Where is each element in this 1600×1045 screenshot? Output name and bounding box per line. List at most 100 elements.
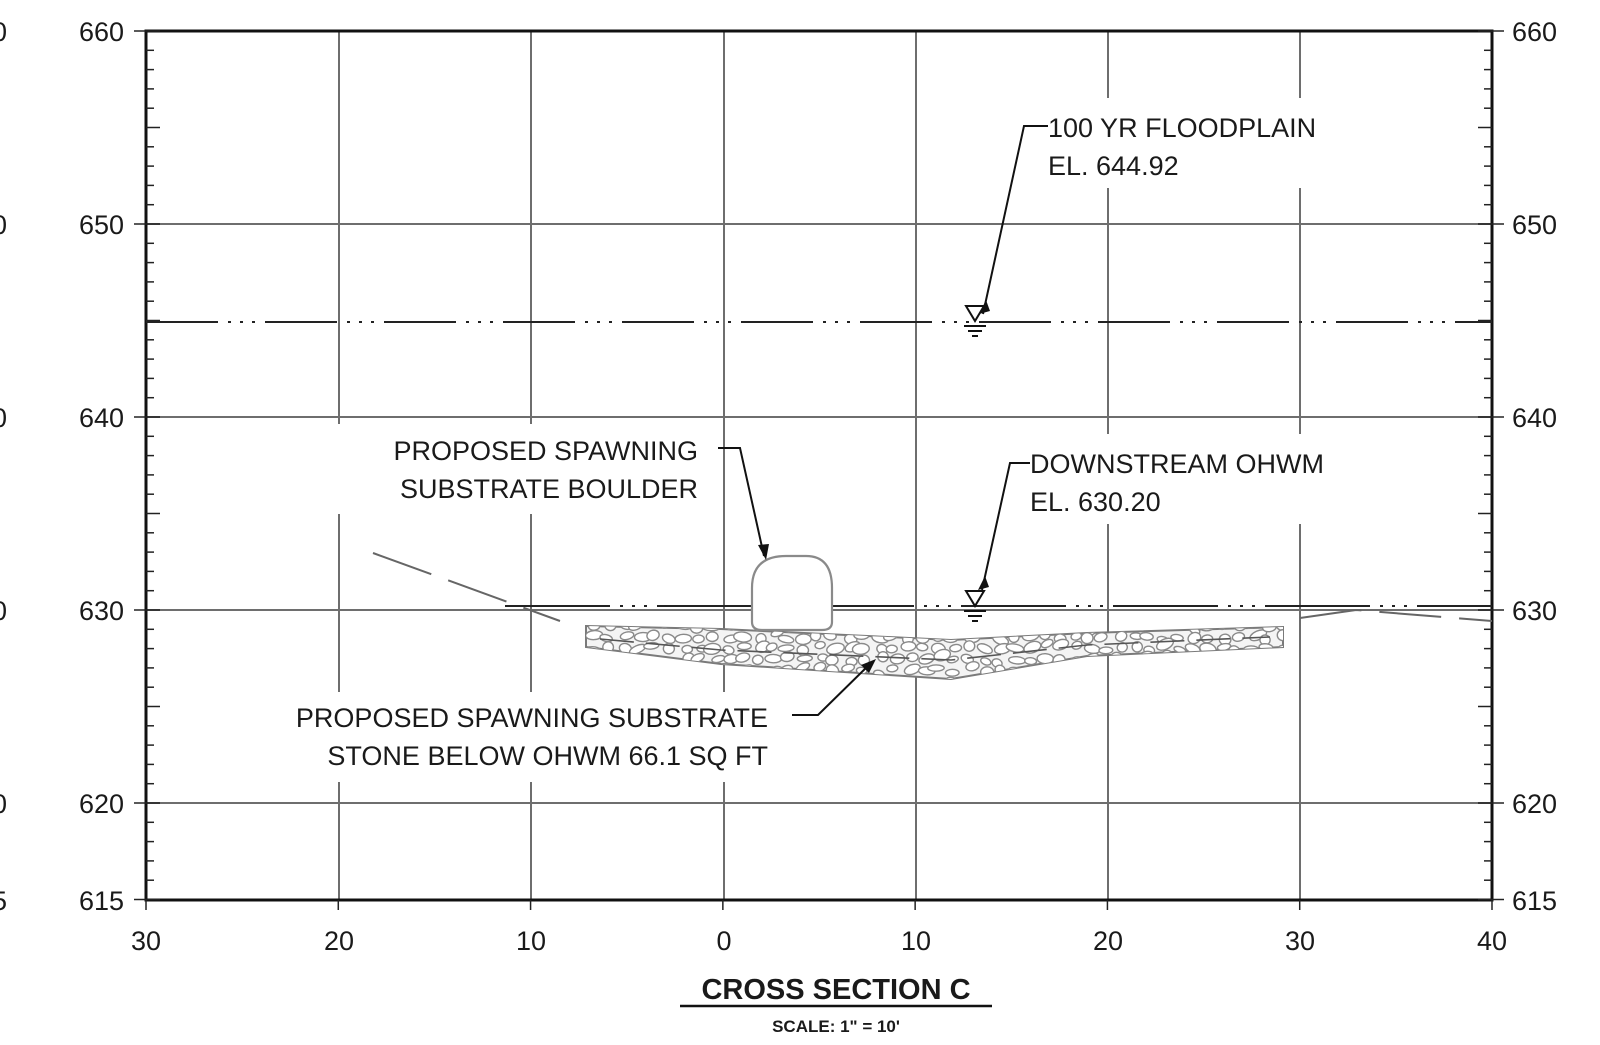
x-tick-label: 30	[1285, 926, 1315, 956]
stone	[663, 666, 679, 678]
stone	[765, 677, 779, 679]
stone	[826, 642, 845, 655]
stone	[748, 668, 765, 678]
stone	[1172, 675, 1185, 679]
stone	[1078, 677, 1095, 679]
arrowhead	[861, 659, 876, 673]
stone	[1242, 673, 1260, 679]
left-edge-labels: 0 0 0 0 0 5	[0, 17, 7, 916]
spawning-boulder	[750, 554, 834, 632]
stone	[977, 626, 990, 636]
stone	[841, 663, 856, 673]
stone	[645, 666, 660, 679]
stone	[796, 654, 813, 663]
stone	[604, 626, 617, 632]
stone	[989, 626, 1004, 632]
boulder-label-line2: SUBSTRATE BOULDER	[400, 474, 698, 504]
stone	[814, 640, 826, 650]
substrate-stones	[586, 626, 1283, 690]
stone	[690, 675, 703, 679]
stone	[632, 667, 645, 676]
stone	[944, 668, 960, 677]
stone	[586, 661, 601, 675]
left-edge-label: 0	[0, 17, 7, 47]
stone	[884, 626, 902, 632]
stone	[647, 677, 662, 679]
stone	[764, 653, 783, 664]
stone	[1129, 656, 1143, 665]
stone	[1219, 674, 1236, 679]
stone	[1004, 626, 1018, 631]
stone	[1153, 677, 1167, 679]
stone	[1170, 656, 1187, 668]
stone	[1048, 626, 1064, 631]
stone	[1198, 652, 1218, 663]
x-tick-label: 40	[1477, 926, 1507, 956]
stone	[619, 631, 635, 641]
stone	[976, 643, 993, 655]
stone	[1230, 676, 1243, 679]
stone	[1135, 626, 1155, 630]
stone	[1231, 657, 1244, 669]
stone	[586, 655, 599, 666]
stone	[686, 666, 702, 678]
stone	[1276, 629, 1283, 642]
stone-label-line1: PROPOSED SPAWNING SUBSTRATE	[296, 703, 768, 733]
stone	[1185, 663, 1199, 676]
stone	[626, 654, 644, 667]
stone	[1055, 665, 1071, 676]
boulder-callout: PROPOSED SPAWNING SUBSTRATE BOULDER	[393, 436, 769, 560]
x-tick-label: 10	[901, 926, 931, 956]
stone	[723, 672, 742, 679]
stone	[783, 672, 800, 679]
leader-line	[982, 125, 1048, 315]
leader-line	[981, 462, 1030, 591]
stone	[1186, 652, 1199, 662]
stone	[925, 626, 944, 634]
y-tick-label: 660	[1512, 17, 1557, 47]
stone	[822, 674, 837, 679]
stone	[751, 654, 764, 666]
stone	[1034, 673, 1053, 679]
stone	[1093, 632, 1108, 643]
stone	[1214, 665, 1230, 677]
stone-label-line2: STONE BELOW OHWM 66.1 SQ FT	[327, 741, 768, 771]
leader-line	[718, 447, 765, 557]
stone	[646, 629, 660, 642]
stone	[777, 634, 795, 644]
stone	[1259, 654, 1275, 664]
substrate-centerline	[599, 636, 1271, 661]
stone	[900, 641, 917, 652]
stone	[1077, 662, 1096, 673]
y-tick-label: 650	[1512, 210, 1557, 240]
y-tick-label: 630	[79, 596, 124, 626]
stone	[765, 642, 778, 652]
stone	[673, 666, 688, 676]
floodplain-label: 100 YR FLOODPLAIN	[1048, 113, 1316, 143]
stone	[674, 633, 693, 644]
stone	[735, 652, 751, 663]
stone	[1139, 674, 1153, 679]
stone	[1275, 675, 1283, 679]
ohwm-callout: DOWNSTREAM OHWM EL. 630.20	[964, 449, 1324, 622]
stone	[1098, 646, 1114, 655]
stone	[1019, 626, 1033, 630]
x-tick-label: 20	[1093, 926, 1123, 956]
y-axis-right: 660 650 640 630 620 615	[1512, 17, 1557, 916]
stone	[703, 665, 720, 678]
stone	[915, 642, 929, 652]
existing-ground-line	[372, 552, 1492, 622]
x-axis: 30 20 10 0 10 20 30 40	[131, 926, 1507, 956]
boulder-label-line1: PROPOSED SPAWNING	[393, 436, 698, 466]
stone	[705, 631, 719, 643]
y-tick-label: 620	[1512, 789, 1557, 819]
stone	[1067, 678, 1083, 690]
x-tick-label: 0	[716, 926, 731, 956]
stone	[868, 626, 885, 634]
stone	[692, 634, 705, 644]
stone	[1172, 626, 1190, 631]
stone	[974, 674, 990, 679]
stone	[1233, 626, 1246, 632]
left-edge-label: 0	[0, 789, 7, 819]
spawning-substrate-stone	[585, 624, 1284, 690]
